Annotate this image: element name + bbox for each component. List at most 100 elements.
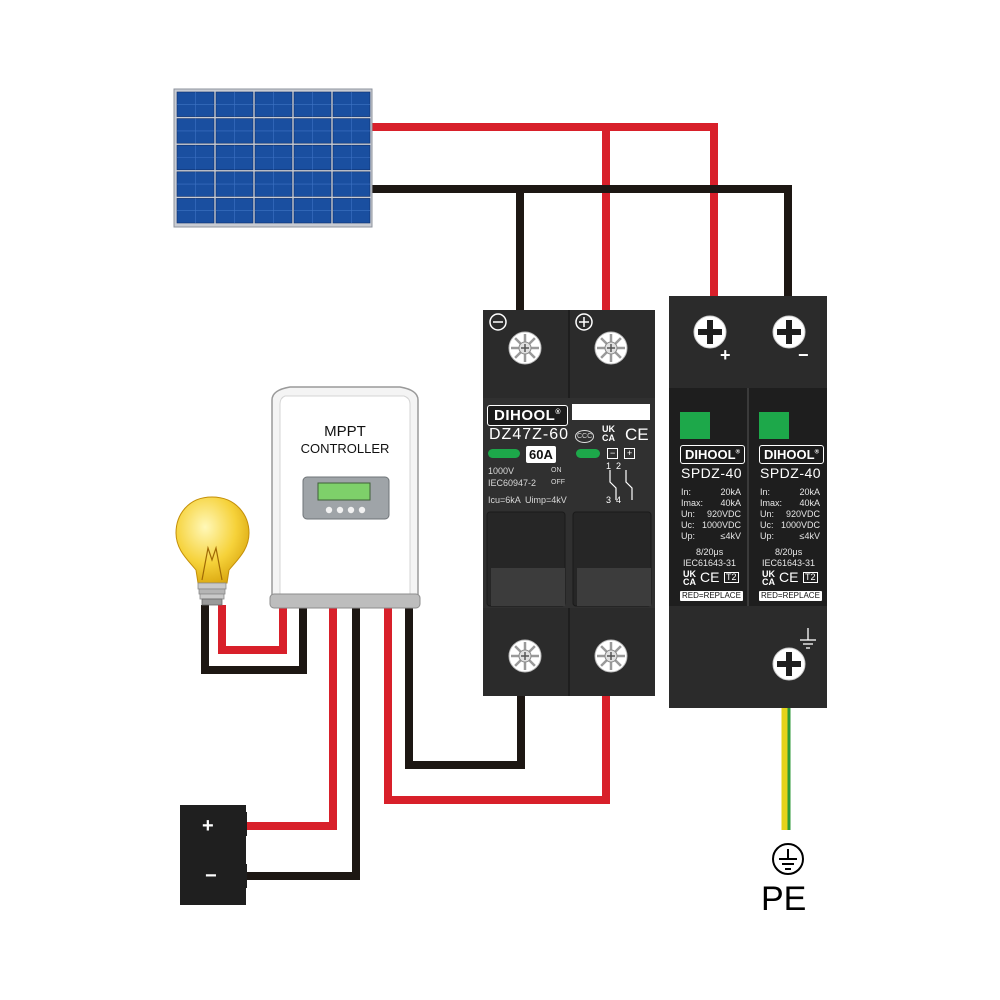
spd-right-brand: DIHOOL® bbox=[759, 445, 824, 464]
spd-left-spec-label: Uc: bbox=[681, 520, 695, 530]
controller-label-line1: MPPT bbox=[324, 423, 366, 440]
terminal-screw-icon[interactable] bbox=[772, 647, 806, 681]
terminal-screw-icon[interactable] bbox=[508, 331, 542, 365]
breaker-rating: 60A bbox=[526, 446, 556, 463]
controller-button[interactable] bbox=[336, 506, 344, 514]
spd-left-brand: DIHOOL® bbox=[680, 445, 745, 464]
spd-right-spec-label: Imax: bbox=[760, 498, 783, 508]
controller-button[interactable] bbox=[347, 506, 355, 514]
spd-left-replace: RED=REPLACE bbox=[680, 591, 743, 601]
spd-left-spec-label: Up: bbox=[681, 531, 696, 541]
terminal-screw-icon[interactable] bbox=[594, 639, 628, 673]
spd-left-model: SPDZ-40 bbox=[681, 465, 743, 481]
spd-right-class: T2 bbox=[803, 572, 818, 583]
breaker-cert-ce: CE bbox=[625, 425, 649, 444]
spd-left-spec-value: ≤4kV bbox=[720, 531, 741, 541]
battery-minus-sign: − bbox=[205, 865, 217, 887]
controller-button[interactable] bbox=[325, 506, 333, 514]
solar-panel bbox=[173, 88, 373, 228]
breaker-model: DZ47Z-60 bbox=[489, 426, 570, 443]
spd-right-spec-value: 920VDC bbox=[785, 509, 820, 519]
breaker-indicator bbox=[488, 449, 520, 458]
breaker-off-label: OFF bbox=[551, 479, 565, 486]
pe-ground-icon bbox=[772, 843, 804, 875]
wire-panel-positive bbox=[372, 123, 718, 300]
breaker-minus-icon bbox=[489, 313, 507, 331]
spd-right-spec-label: Up: bbox=[760, 531, 775, 541]
wires bbox=[201, 123, 792, 880]
wire-lamp-negative bbox=[201, 605, 307, 674]
spd-left-spec-value: 40kA bbox=[720, 498, 741, 508]
spd-minus-sign: − bbox=[798, 345, 809, 365]
spd-left-standard: IEC61643-31 bbox=[683, 558, 737, 568]
breaker-trademark: ® bbox=[555, 409, 562, 416]
terminal-screw-icon[interactable] bbox=[693, 315, 727, 349]
spd-left-ce: CE bbox=[700, 569, 720, 585]
wire-battery-negative bbox=[246, 605, 360, 880]
breaker-label-box bbox=[572, 404, 650, 420]
breaker-plus-box: + bbox=[624, 448, 636, 459]
solar-cells bbox=[176, 91, 371, 224]
mppt-controller bbox=[269, 386, 421, 609]
breaker-brand: DIHOOL® bbox=[487, 405, 569, 426]
controller-label-line2: CONTROLLER bbox=[300, 441, 390, 456]
spd-right-waveform: 8/20μs bbox=[775, 547, 803, 557]
spd-left-waveform: 8/20μs bbox=[696, 547, 724, 557]
spd-right-ukca-top: UK bbox=[762, 569, 775, 579]
spd-right-ukca-bottom: CA bbox=[762, 577, 775, 587]
wire-lamp-positive bbox=[218, 605, 287, 654]
wire-breaker-positive-controller bbox=[384, 605, 610, 804]
light-bulb bbox=[175, 496, 250, 606]
terminal-screw-icon[interactable] bbox=[772, 315, 806, 349]
spd-right-spec-value: 40kA bbox=[799, 498, 820, 508]
spd-ground-icon bbox=[800, 628, 816, 649]
breaker-minus-box: − bbox=[607, 448, 619, 459]
spd-left-class: T2 bbox=[724, 572, 739, 583]
spd-right-replace: RED=REPLACE bbox=[759, 591, 822, 601]
battery-plus-sign: + bbox=[202, 815, 214, 837]
spd-left-ukca-bottom: CA bbox=[683, 577, 696, 587]
terminal-screw-icon[interactable] bbox=[508, 639, 542, 673]
breaker-standard: IEC60947-2 bbox=[488, 478, 537, 488]
spd-left-ukca-top: UK bbox=[683, 569, 696, 579]
surge-protector bbox=[669, 296, 827, 708]
spd-left-spec-label: Un: bbox=[681, 509, 696, 519]
spd-status-window bbox=[680, 412, 710, 439]
circuit-breaker bbox=[483, 310, 655, 696]
pe-label: PE bbox=[761, 880, 807, 918]
spd-right-spec-label: Un: bbox=[760, 509, 775, 519]
breaker-cert-ukca-top: UK bbox=[602, 424, 615, 434]
spd-plus-sign: + bbox=[720, 345, 731, 365]
spd-left-spec-value: 920VDC bbox=[706, 509, 741, 519]
breaker-terminals-top: 1 2 bbox=[606, 461, 622, 471]
spd-right-spec-label: In: bbox=[760, 487, 771, 497]
spd-right-spec-value: ≤4kV bbox=[799, 531, 820, 541]
battery bbox=[180, 805, 247, 905]
spd-left-spec-value: 1000VDC bbox=[701, 520, 741, 530]
wire-battery-positive bbox=[246, 605, 337, 830]
spd-status-window bbox=[759, 412, 789, 439]
spd-right-spec-value: 20kA bbox=[799, 487, 820, 497]
breaker-icu: Icu=6kA bbox=[488, 495, 521, 505]
spd-right-spec-value: 1000VDC bbox=[780, 520, 820, 530]
wire-breaker-negative-controller bbox=[405, 605, 525, 769]
spd-left-spec-value: 20kA bbox=[720, 487, 741, 497]
spd-right-ce: CE bbox=[779, 569, 799, 585]
spd-right-standard: IEC61643-31 bbox=[762, 558, 816, 568]
breaker-cert-ukca-bottom: CA bbox=[602, 433, 615, 443]
spd-right-spec-label: Uc: bbox=[760, 520, 774, 530]
breaker-voltage: 1000V bbox=[488, 466, 515, 476]
breaker-indicator bbox=[576, 449, 600, 458]
terminal-screw-icon[interactable] bbox=[594, 331, 628, 365]
controller-button[interactable] bbox=[358, 506, 366, 514]
wire-panel-negative bbox=[372, 185, 792, 300]
spd-left-spec-label: Imax: bbox=[681, 498, 704, 508]
breaker-uimp: Uimp=4kV bbox=[525, 495, 567, 505]
breaker-cert-ccc: CCC bbox=[575, 430, 595, 443]
breaker-on-label: ON bbox=[551, 467, 562, 474]
breaker-plus-icon bbox=[575, 313, 593, 331]
spd-left-spec-label: In: bbox=[681, 487, 692, 497]
controller-lcd bbox=[317, 482, 371, 501]
breaker-terminals-bottom: 3 4 bbox=[606, 495, 622, 505]
